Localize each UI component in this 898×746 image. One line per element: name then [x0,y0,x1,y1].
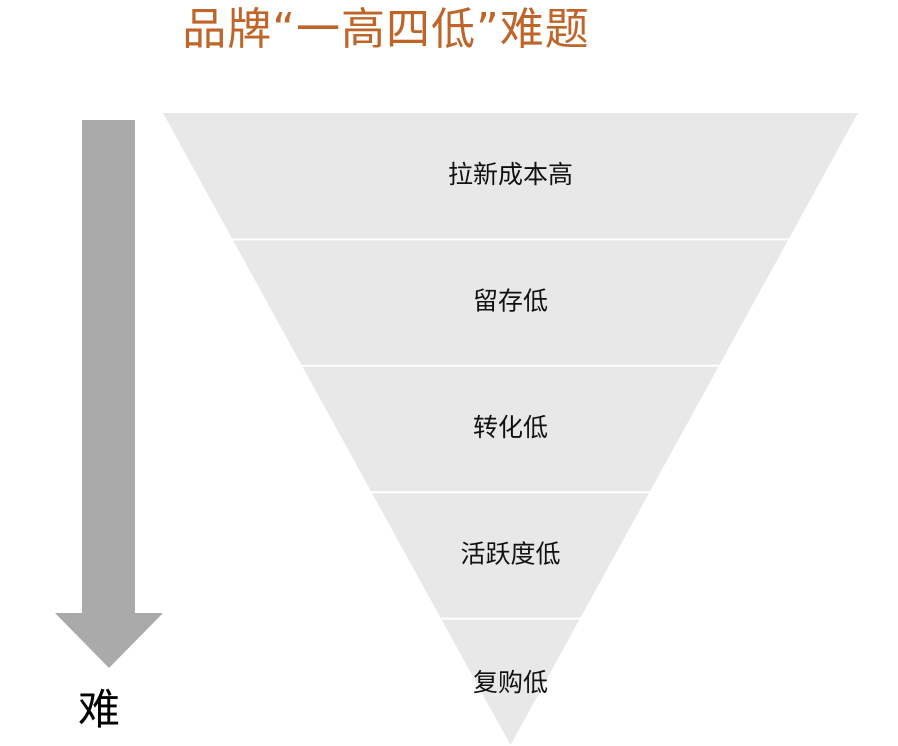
funnel-level-1 [163,113,858,239]
funnel-level-label: 留存低 [473,287,548,316]
title: 品牌“一高四低”难题 [182,4,590,55]
difficulty-arrow [55,120,163,668]
funnel-level-4 [372,493,649,618]
funnel-level-5 [441,619,580,745]
arrow-label: 难 [78,685,121,734]
funnel-level-label: 活跃度低 [460,539,560,568]
funnel-level-label: 转化低 [473,413,548,442]
funnel-level-3 [302,366,719,492]
funnel-level-2 [233,240,788,365]
funnel-level-label: 拉新成本高 [448,160,573,189]
funnel-level-label: 复购低 [473,668,548,697]
